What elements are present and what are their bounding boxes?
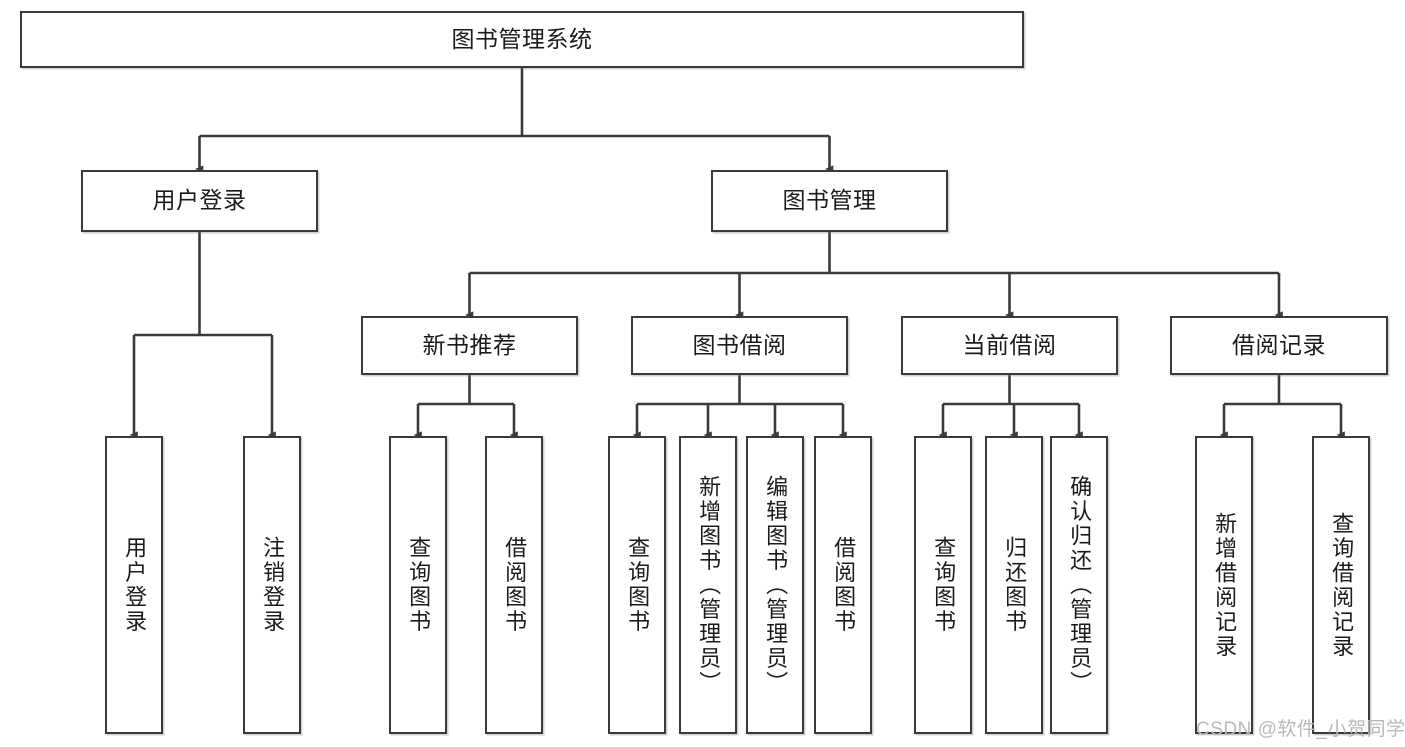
node-label: 注销登录 bbox=[260, 536, 286, 634]
leaf-node-user-login[interactable]: 用户登录 bbox=[105, 436, 163, 734]
node-label: 借阅图书 bbox=[502, 536, 528, 634]
node-label: 借阅图书 bbox=[831, 536, 857, 634]
node-label: 新增借阅记录 bbox=[1212, 511, 1238, 659]
node-label: 图书管理 bbox=[782, 187, 877, 214]
node-book-management-branch[interactable]: 图书管理 bbox=[711, 170, 948, 232]
node-label: 查询借阅记录 bbox=[1329, 511, 1355, 659]
node-root-book-management-system[interactable]: 图书管理系统 bbox=[20, 11, 1024, 68]
leaf-node-add-borrow-record[interactable]: 新增借阅记录 bbox=[1195, 436, 1253, 734]
node-label: 编辑图书（管理员） bbox=[763, 474, 789, 696]
node-label: 新增图书（管理员） bbox=[696, 474, 722, 696]
node-book-borrowing[interactable]: 图书借阅 bbox=[631, 316, 848, 375]
node-label: 查询图书 bbox=[406, 536, 432, 634]
node-current-borrowing[interactable]: 当前借阅 bbox=[901, 316, 1118, 375]
leaf-node-confirm-return-admin[interactable]: 确认归还（管理员） bbox=[1050, 436, 1108, 734]
node-label: 用户登录 bbox=[122, 536, 148, 634]
node-label: 确认归还（管理员） bbox=[1067, 474, 1093, 696]
node-label: 图书借阅 bbox=[692, 331, 787, 358]
node-label: 当前借阅 bbox=[962, 331, 1057, 358]
leaf-node-borrow-books-recommend[interactable]: 借阅图书 bbox=[485, 436, 543, 734]
node-label: 归还图书 bbox=[1002, 536, 1028, 634]
node-label: 图书管理系统 bbox=[451, 25, 593, 52]
leaf-node-return-book[interactable]: 归还图书 bbox=[985, 436, 1043, 734]
leaf-node-query-books-recommend[interactable]: 查询图书 bbox=[389, 436, 447, 734]
node-user-login-branch[interactable]: 用户登录 bbox=[81, 170, 318, 232]
leaf-node-logout[interactable]: 注销登录 bbox=[243, 436, 301, 734]
node-label: 借阅记录 bbox=[1232, 331, 1326, 358]
node-new-book-recommendation[interactable]: 新书推荐 bbox=[361, 316, 578, 375]
node-borrowing-records[interactable]: 借阅记录 bbox=[1170, 316, 1388, 375]
node-label: 用户登录 bbox=[152, 187, 247, 214]
node-label: 查询图书 bbox=[931, 536, 957, 634]
leaf-node-query-books-current[interactable]: 查询图书 bbox=[914, 436, 972, 734]
leaf-node-edit-book-admin[interactable]: 编辑图书（管理员） bbox=[746, 436, 804, 734]
node-label: 新书推荐 bbox=[422, 331, 517, 358]
leaf-node-query-borrow-record[interactable]: 查询借阅记录 bbox=[1312, 436, 1370, 734]
node-label: 查询图书 bbox=[625, 536, 651, 634]
leaf-node-borrow-book[interactable]: 借阅图书 bbox=[814, 436, 872, 734]
leaf-node-query-books-borrowing[interactable]: 查询图书 bbox=[608, 436, 666, 734]
leaf-node-add-book-admin[interactable]: 新增图书（管理员） bbox=[679, 436, 737, 734]
